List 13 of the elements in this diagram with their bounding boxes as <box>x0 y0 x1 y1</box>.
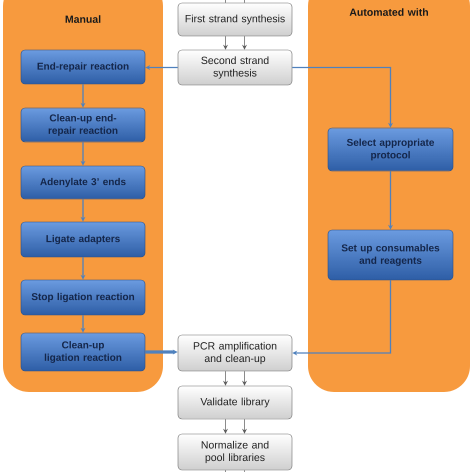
process-box: Adenylate 3’ ends <box>20 166 146 200</box>
process-box: Clean-up end-repair reaction <box>20 108 146 142</box>
process-box: First strand synthesis <box>178 2 292 36</box>
process-box: Stop ligation reaction <box>20 280 146 316</box>
process-box: Second strand synthesis <box>178 50 292 86</box>
process-box: End-repair reaction <box>20 50 146 84</box>
process-box: Set up consumables and reagents <box>328 230 454 280</box>
process-box: Ligate adapters <box>20 222 146 258</box>
process-box: Clean-up ligation reaction <box>20 332 146 372</box>
process-box: Validate library <box>178 386 292 420</box>
process-box: Select appropriate protocol <box>328 128 454 172</box>
process-box: PCR amplification and clean-up <box>178 334 292 372</box>
process-box: Normalize and pool libraries <box>178 434 292 470</box>
